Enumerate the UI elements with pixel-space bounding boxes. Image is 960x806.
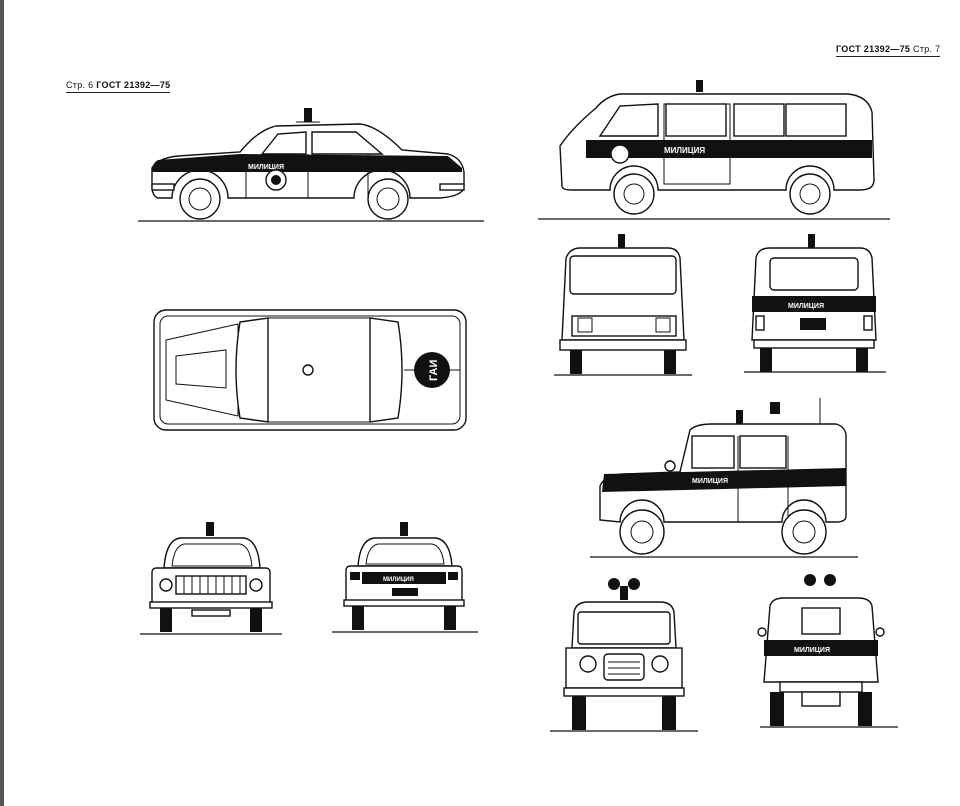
sedan-window-front [260, 131, 307, 155]
van-rear-stripe [752, 296, 876, 312]
headlight-left [159, 578, 173, 592]
sedan-wheel-rear [367, 178, 409, 220]
sedan-grille [175, 575, 247, 595]
gai-label: ГАИ [428, 360, 440, 381]
sedan-rear-cabin [357, 537, 453, 567]
jeep-stripe [602, 468, 846, 492]
jeep-window-1 [691, 435, 735, 469]
van-window-1 [598, 103, 659, 137]
header-right: ГОСТ 21392—75 Стр. 7 [836, 44, 941, 57]
standard-code-left: ГОСТ 21392—75 [96, 80, 171, 90]
sedan-hood [165, 323, 239, 417]
header-left: Стр. 6 ГОСТ 21392—75 [66, 80, 171, 93]
siren-light-icon [304, 108, 312, 122]
jeep-front-view [550, 578, 698, 732]
van-stripe [586, 140, 872, 158]
van-wheel-front [613, 173, 655, 215]
jeep-rear-view: МИЛИЦИЯ [757, 574, 898, 728]
sedan-wheel-front [179, 178, 221, 220]
van-front-view [554, 234, 692, 376]
siren-light-icon [620, 586, 628, 600]
sedan-windshield [235, 317, 269, 423]
license-plate [392, 588, 418, 596]
van-side-label: МИЛИЦИЯ [664, 146, 705, 155]
sedan-top-view: ГАИ [153, 309, 467, 431]
jeep-rear-window [801, 607, 841, 635]
jeep-windshield [577, 611, 671, 645]
headlight-right [249, 578, 263, 592]
van-window-4 [785, 103, 847, 137]
siren-light-icon [808, 234, 815, 248]
standard-code-right: ГОСТ 21392—75 [836, 44, 911, 54]
jeep-wheel-rear [781, 509, 827, 555]
van-rear-view: МИЛИЦИЯ [744, 234, 886, 373]
side-mirror [664, 460, 676, 472]
siren-light-icon [736, 410, 743, 424]
headlight-left [579, 655, 597, 673]
police-emblem-icon [610, 144, 630, 164]
headlight-right [651, 655, 669, 673]
siren-light-icon [206, 522, 214, 536]
van-rear-label: МИЛИЦИЯ [788, 303, 824, 310]
sedan-front-cabin [163, 537, 261, 569]
sedan-rear-stripe [362, 572, 446, 584]
siren-light-icon [696, 80, 703, 92]
jeep-grille [603, 653, 645, 681]
van-window-3 [733, 103, 785, 137]
sedan-side-view: МИЛИЦИЯ [138, 108, 484, 222]
siren-light-icon [400, 522, 408, 536]
jeep-side-view: МИЛИЦИЯ [590, 398, 858, 558]
jeep-side-label: МИЛИЦИЯ [692, 478, 728, 485]
van-side-view: МИЛИЦИЯ [538, 80, 890, 220]
roof-loudspeakers-icon [770, 402, 780, 414]
sedan-window-rear [311, 131, 384, 155]
van-grille [571, 315, 677, 337]
page-edge [0, 0, 4, 806]
sedan-rear-window [369, 317, 403, 423]
van-rear-window [769, 257, 859, 291]
jeep-rear-label: МИЛИЦИЯ [794, 647, 830, 654]
sedan-rear-view: МИЛИЦИЯ [332, 522, 478, 633]
siren-light-icon [618, 234, 625, 248]
roof-loudspeakers-icon [608, 578, 620, 590]
van-windshield [569, 255, 677, 295]
jeep-wheel-front [619, 509, 665, 555]
roof-loudspeakers-icon [804, 574, 816, 586]
sedan-rear-label: МИЛИЦИЯ [383, 577, 414, 583]
jeep-rear-stripe [764, 640, 878, 656]
van-wheel-rear [789, 173, 831, 215]
van-window-2 [665, 103, 727, 137]
sedan-side-label: МИЛИЦИЯ [248, 164, 284, 171]
sedan-stripe [152, 154, 462, 172]
sedan-front-view [140, 522, 282, 635]
page-number-left: Стр. 6 [66, 80, 94, 90]
gai-roundel [414, 352, 450, 388]
license-plate [800, 318, 826, 330]
jeep-window-2 [739, 435, 787, 469]
page-number-right: Стр. 7 [913, 44, 941, 54]
